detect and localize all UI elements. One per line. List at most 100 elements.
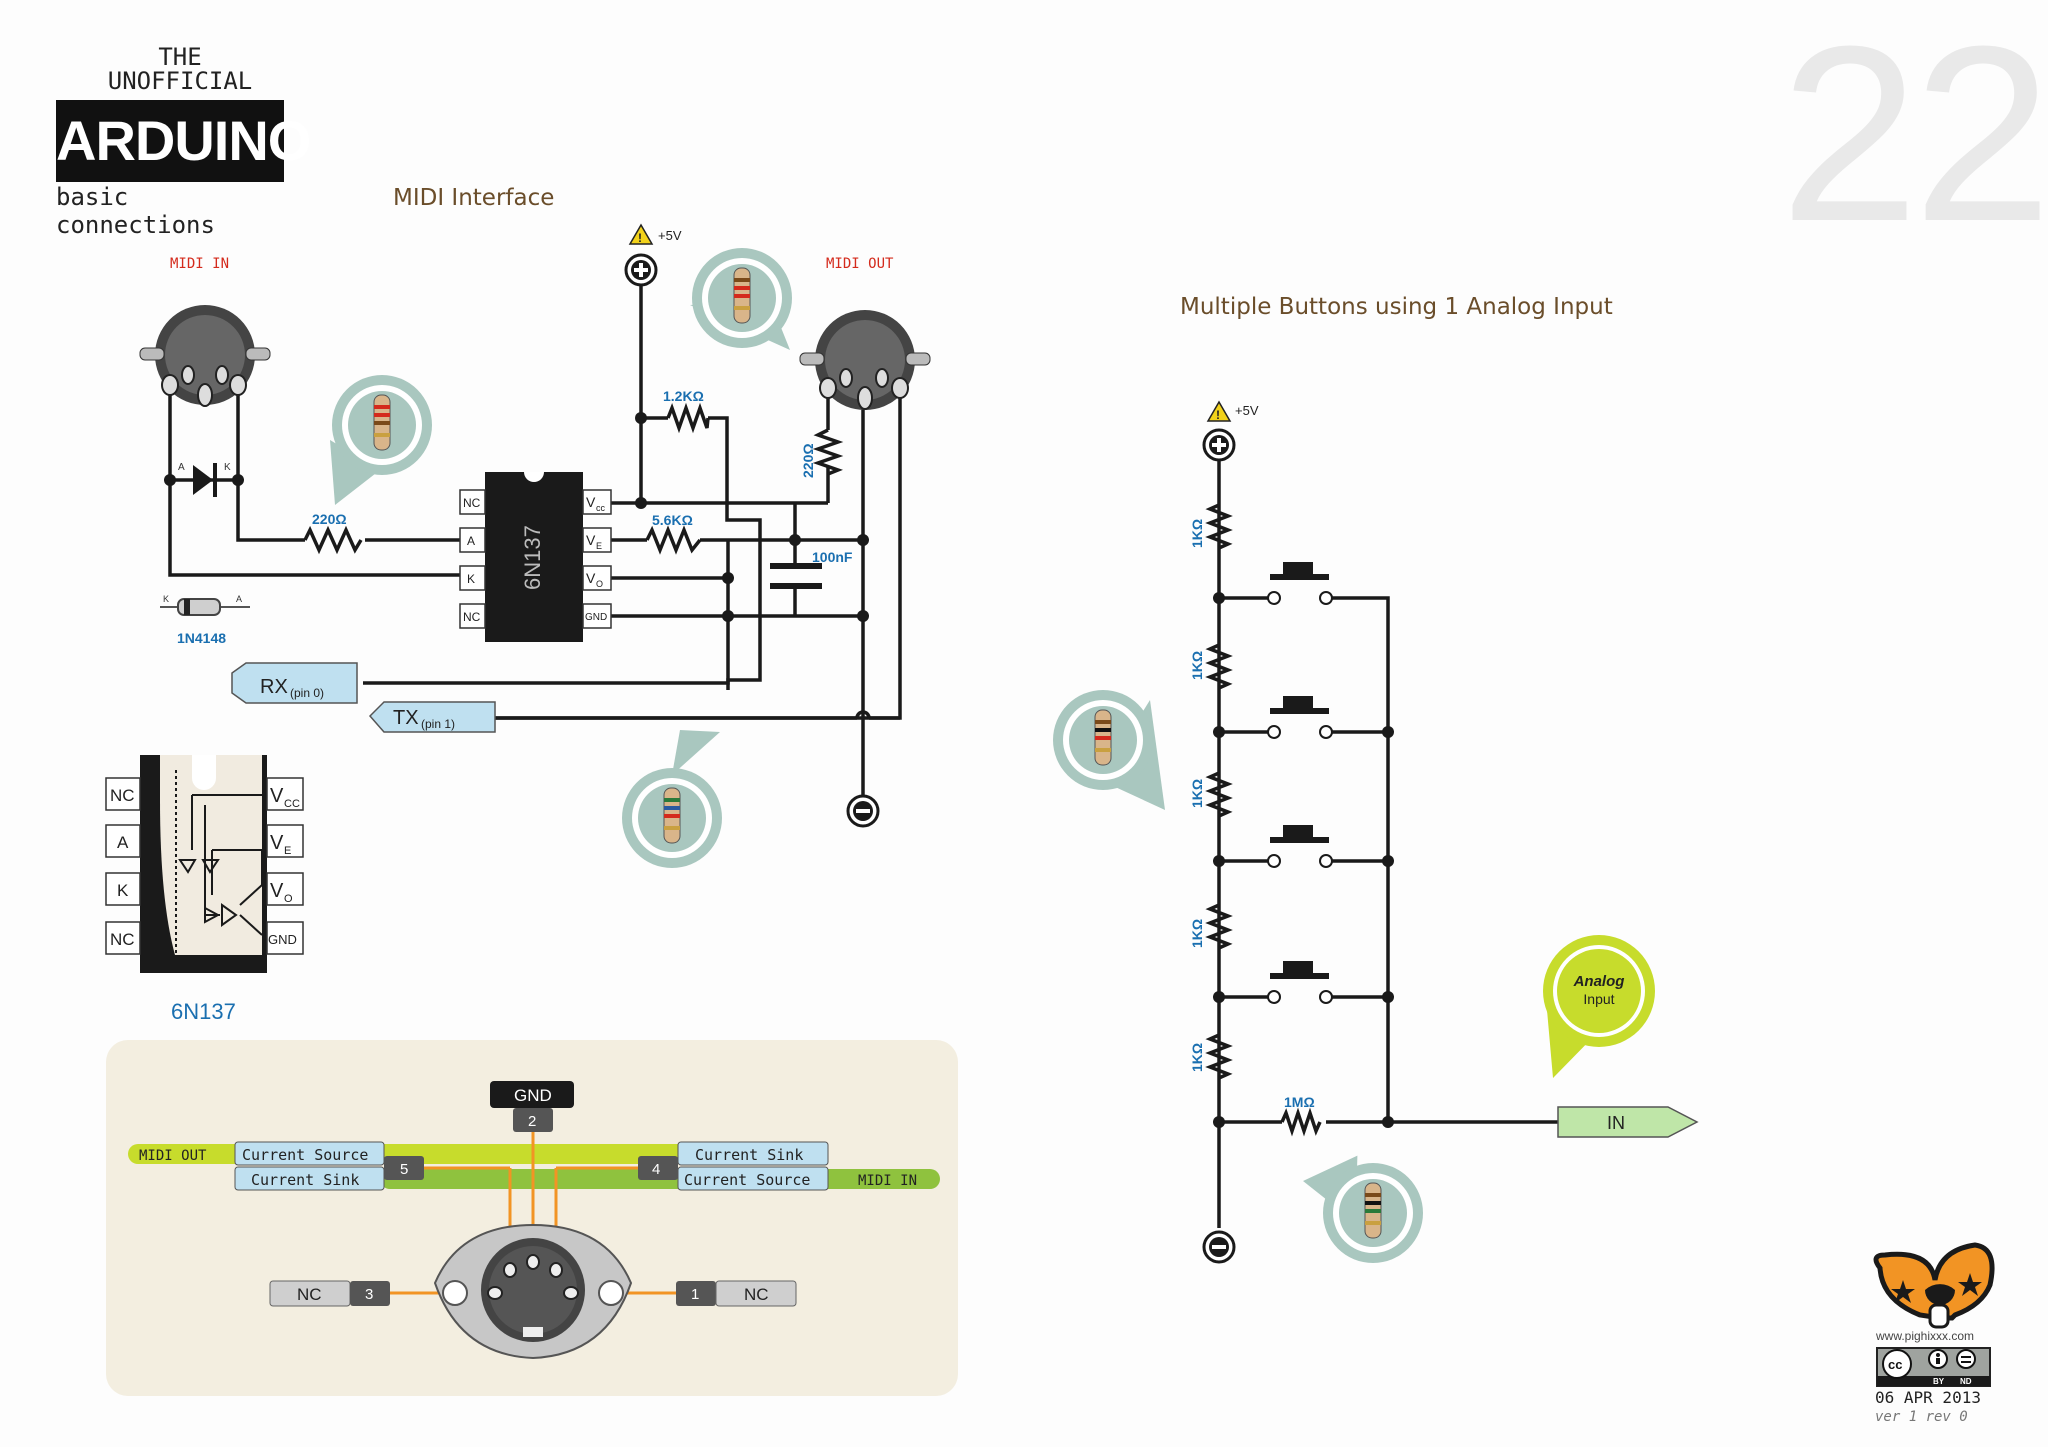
tx-pin-label: (pin 1) <box>421 717 455 731</box>
pinout-midi-out-label: MIDI OUT <box>139 1148 207 1164</box>
chip-pin-right-2-sub: E <box>596 541 602 551</box>
chip-pin-right-3-sub: O <box>596 579 603 589</box>
analog-bubble-line1: Analog <box>1573 973 1625 990</box>
resistors-midi <box>303 402 844 555</box>
header-line1: THE <box>158 43 202 71</box>
pin3-tag <box>350 1281 390 1306</box>
push-button <box>1267 961 1333 1004</box>
chip-pin-left-1: NC <box>463 496 481 510</box>
svg-text:K: K <box>163 594 169 604</box>
button-resistor-2-label: 1KΩ <box>1189 651 1205 680</box>
chip-6n137 <box>459 472 612 642</box>
resistor-bubble-1k2 <box>690 248 792 350</box>
buttons-wires <box>1217 460 1558 1228</box>
detail-pin-right-3-sub: O <box>284 893 293 905</box>
tx-tag <box>368 701 496 733</box>
header-line2: UNOFFICIAL <box>107 67 253 95</box>
pin4-label: 4 <box>652 1161 660 1178</box>
minus-terminal-icon <box>846 794 880 828</box>
chip-pin-left-2: A <box>467 534 475 548</box>
footer-website: www.pighixxx.com <box>1875 1329 1974 1343</box>
chip-detail <box>105 755 304 973</box>
chip-detail-caption: 6N137 <box>171 999 236 1024</box>
pin4-tag <box>638 1156 678 1180</box>
chip-pin-right-3: V <box>586 570 596 586</box>
gnd-box <box>490 1081 574 1108</box>
midi-junctions <box>164 412 869 622</box>
nc-right-box <box>715 1280 797 1307</box>
detail-pin-left-3: K <box>117 881 129 900</box>
right-current-source: Current Source <box>684 1171 810 1189</box>
pin1-tag <box>676 1281 716 1306</box>
resistor-bubble-1k <box>1053 690 1165 810</box>
pin5-tag <box>384 1156 424 1180</box>
button-resistor-4-label: 1KΩ <box>1189 919 1205 948</box>
midi-out-label: MIDI OUT <box>826 256 894 272</box>
in-tag <box>1557 1106 1699 1138</box>
analog-input-bubble <box>1543 935 1655 1078</box>
detail-pin-left-1: NC <box>110 786 135 805</box>
left-current-sink: Current Sink <box>251 1171 359 1189</box>
resistor-bubble-220 <box>330 375 432 505</box>
nc-left-label: NC <box>297 1285 322 1304</box>
buttons-plus-terminal-icon <box>1202 428 1236 462</box>
svg-text:A: A <box>236 594 242 604</box>
button-resistor-3-label: 1KΩ <box>1189 779 1205 808</box>
resistor-1k2-label: 1.2KΩ <box>663 388 704 404</box>
midi-vcc-label: +5V <box>658 228 682 243</box>
button-resistor-1-label: 1KΩ <box>1189 519 1205 548</box>
midi-out-bar-ext <box>380 1144 680 1164</box>
pin5-label: 5 <box>400 1161 408 1178</box>
resistor-5k6-label: 5.6KΩ <box>652 512 693 528</box>
rx-pin-label: (pin 0) <box>290 686 324 700</box>
pin2-tag <box>513 1108 553 1132</box>
warning-icon-buttons: ! <box>1206 400 1232 422</box>
resistor-bubble-1m <box>1303 1155 1423 1263</box>
rx-tag <box>231 662 358 704</box>
pinout-midi-in-label: MIDI IN <box>858 1173 917 1189</box>
footer-version: ver 1 rev 0 <box>1875 1409 1968 1425</box>
license-nd: ND <box>1960 1377 1972 1386</box>
page-number: 22 <box>1780 0 2048 273</box>
header-subtitle: basic connections <box>56 183 215 239</box>
right-current-sink-box <box>677 1141 829 1166</box>
chip-pin-right-4: GND <box>585 612 607 623</box>
push-button <box>1267 696 1333 739</box>
button-resistor-5-label: 1KΩ <box>1189 1043 1205 1072</box>
svg-text:cc: cc <box>1888 1357 1902 1372</box>
midi-out-connector <box>799 310 931 410</box>
diode-symbol <box>170 463 238 497</box>
push-button <box>1267 825 1333 868</box>
diode-anode-label: A <box>178 462 185 473</box>
resistor-bubble-5k6 <box>622 730 722 868</box>
left-current-source-box <box>234 1141 385 1166</box>
rx-label: RX <box>260 676 288 698</box>
tx-label: TX <box>393 707 419 729</box>
capacitor-symbol <box>770 563 822 589</box>
brand-logo: ARDUINO <box>56 100 311 182</box>
pin2-label: 2 <box>528 1113 536 1130</box>
chip-pin-left-4: NC <box>463 610 481 624</box>
buttons-resistors <box>1205 503 1322 1137</box>
chip-pin-right-1-sub: cc <box>596 503 606 513</box>
detail-pin-left-2: A <box>117 833 129 852</box>
right-current-source-box <box>677 1166 829 1191</box>
din-connector <box>433 1223 633 1360</box>
plus-terminal-icon <box>624 253 658 287</box>
svg-text:!: ! <box>638 231 642 245</box>
midi-wires <box>168 285 902 795</box>
detail-pin-right-2-sub: E <box>284 845 291 857</box>
diode-cathode-label: K <box>224 462 231 473</box>
midi-section-title: MIDI Interface <box>393 185 555 211</box>
nc-right-label: NC <box>744 1285 769 1304</box>
pin3-label: 3 <box>365 1286 373 1303</box>
svg-text:!: ! <box>1216 408 1220 422</box>
warning-icon: ! <box>628 223 654 245</box>
detail-pin-left-4: NC <box>110 930 135 949</box>
detail-pin-right-4: GND <box>268 932 297 947</box>
left-current-source: Current Source <box>242 1146 368 1164</box>
chip-name-label: 6N137 <box>520 525 545 590</box>
buttons-junctions <box>1213 592 1394 1128</box>
